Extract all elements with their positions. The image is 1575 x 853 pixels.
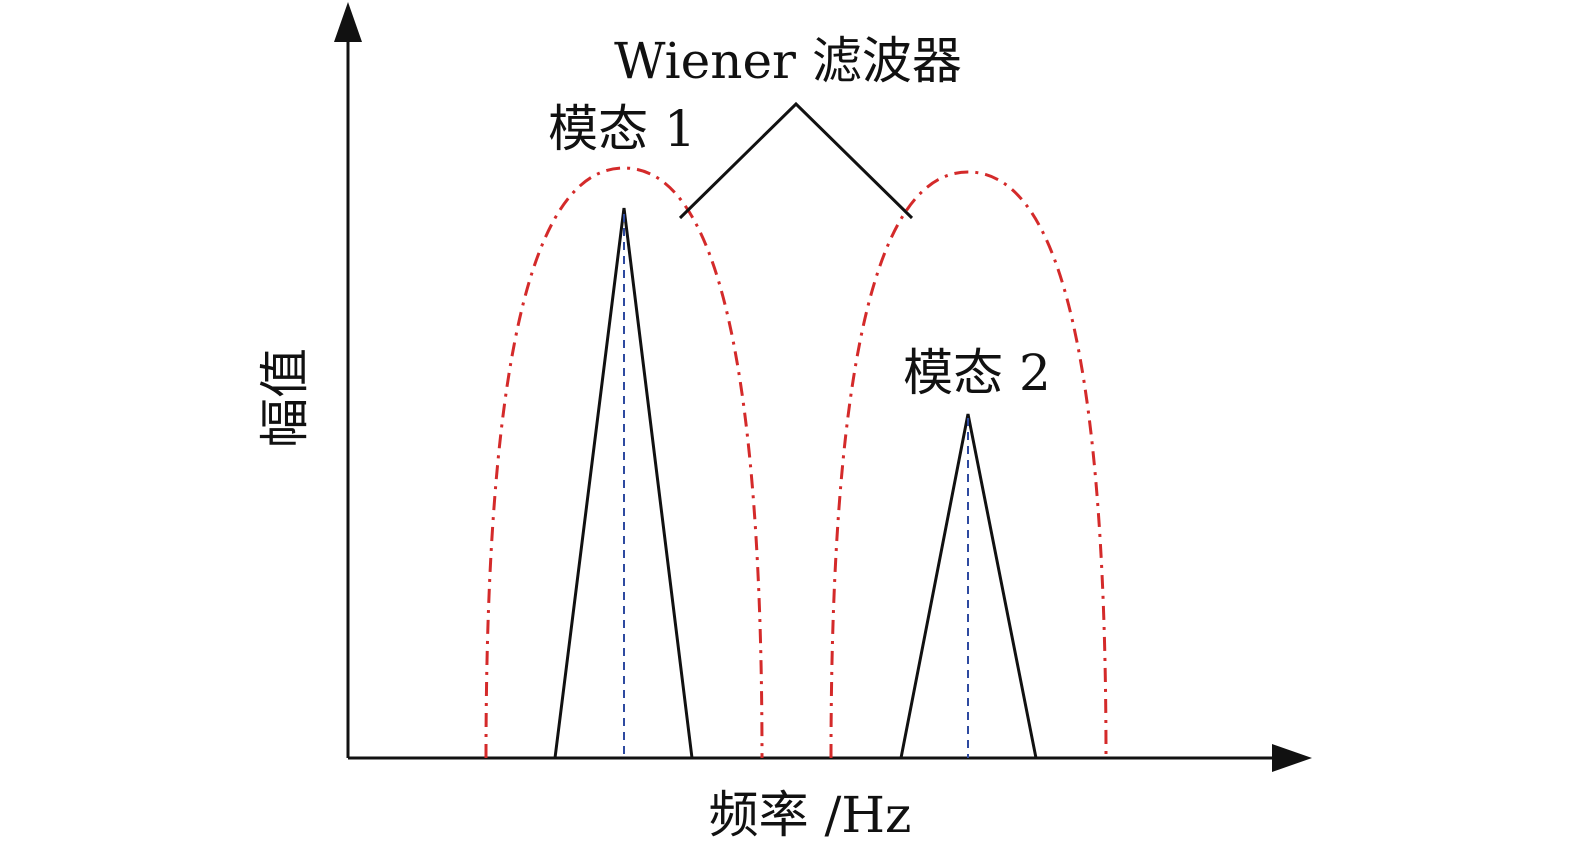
mode2-peak bbox=[899, 413, 1038, 759]
mode2-label: 模态 2 bbox=[903, 344, 1051, 402]
y-axis-label: 幅值 bbox=[256, 348, 314, 448]
y-axis-arrow bbox=[334, 2, 362, 42]
mode1-peak bbox=[553, 207, 694, 759]
filter-curve-mode1 bbox=[484, 166, 764, 759]
x-axis-label: 频率 /Hz bbox=[709, 786, 912, 844]
x-axis-arrow bbox=[1272, 744, 1312, 772]
filter-callout bbox=[678, 101, 914, 220]
mode1-label: 模态 1 bbox=[548, 100, 696, 158]
filter-label: Wiener 滤波器 bbox=[614, 32, 962, 90]
filter-curve-mode2 bbox=[829, 170, 1108, 759]
